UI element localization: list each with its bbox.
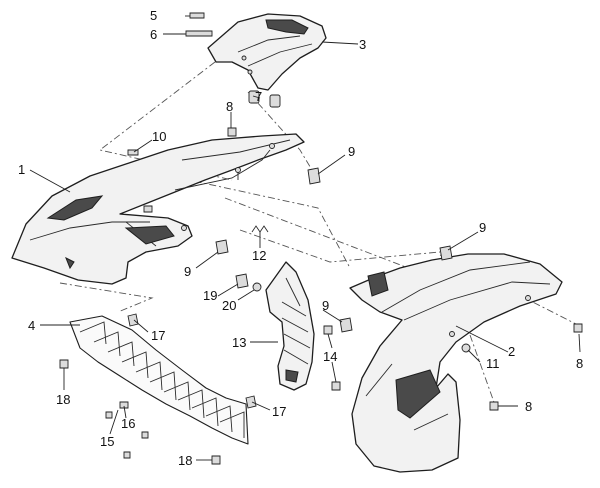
- callout-18-left: 18: [56, 392, 70, 407]
- part-2-right-side-panel: [349, 253, 563, 473]
- callout-1: 1: [18, 162, 25, 177]
- part-13-inner-bracket: [265, 261, 315, 391]
- callout-9-top: 9: [348, 144, 355, 159]
- callout-13: 13: [232, 335, 246, 350]
- callout-8-right: 8: [576, 356, 583, 371]
- callout-16: 16: [121, 416, 135, 431]
- part-5-pin: [185, 12, 205, 19]
- callout-4: 4: [28, 318, 35, 333]
- part-4-vent-grille: [69, 315, 249, 445]
- callout-2: 2: [508, 344, 515, 359]
- callout-7: 7: [255, 89, 262, 104]
- callout-9-middle: 9: [322, 298, 329, 313]
- leader-lines: [29, 41, 581, 461]
- hardware-items: [59, 127, 583, 465]
- callout-12: 12: [252, 248, 266, 263]
- callout-3: 3: [359, 37, 366, 52]
- callout-20: 20: [222, 298, 236, 313]
- callout-5: 5: [150, 8, 157, 23]
- callout-15: 15: [100, 434, 114, 449]
- callout-9-left: 9: [184, 264, 191, 279]
- callout-14: 14: [323, 349, 337, 364]
- callout-9-right: 9: [479, 220, 486, 235]
- callout-19: 19: [203, 288, 217, 303]
- part-3-upper-cover: [207, 13, 327, 91]
- callout-10: 10: [152, 129, 166, 144]
- part-7-grommets: [248, 90, 281, 108]
- callout-8-top: 8: [226, 99, 233, 114]
- callout-11: 11: [486, 356, 500, 371]
- callout-6: 6: [150, 27, 157, 42]
- part-1-left-side-panel: [11, 133, 305, 285]
- callout-8-bottom: 8: [525, 399, 532, 414]
- callout-17-right: 17: [272, 404, 286, 419]
- callout-labels: 1 2 3 4 5 6 7 8 8 8 9 9 9 9 10 11 12 13 …: [18, 8, 583, 468]
- part-6-pin: [163, 30, 213, 37]
- callout-17-left: 17: [151, 328, 165, 343]
- callout-18-bottom: 18: [178, 453, 192, 468]
